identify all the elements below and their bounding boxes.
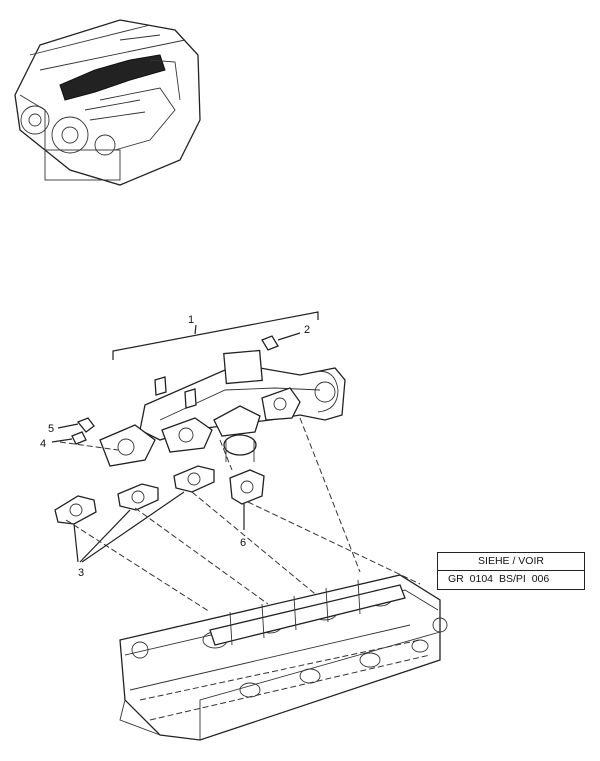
callout-1: 1 (188, 314, 194, 326)
callout-6: 6 (240, 537, 246, 549)
callout-4: 4 (40, 438, 46, 450)
reference-header: SIEHE / VOIR (478, 555, 544, 567)
callout-1-bracket (112, 311, 319, 360)
nut-icon (51, 417, 95, 445)
flange-gasket-icon (229, 469, 265, 530)
callout-3: 3 (78, 567, 84, 579)
stud-bolt-icon (261, 332, 301, 351)
reference-box: SIEHE / VOIR GR 0104 BS/PI 006 (437, 552, 585, 590)
callout-5: 5 (48, 423, 54, 435)
alignment-lines (59, 417, 421, 613)
engine-thumbnail-icon (14, 19, 201, 186)
cylinder-head-icon (119, 574, 448, 741)
gasket-icon (54, 465, 215, 563)
exhaust-manifold-icon (99, 349, 346, 467)
reference-code: GR 0104 BS/PI 006 (438, 570, 584, 588)
callout-2: 2 (304, 324, 310, 336)
